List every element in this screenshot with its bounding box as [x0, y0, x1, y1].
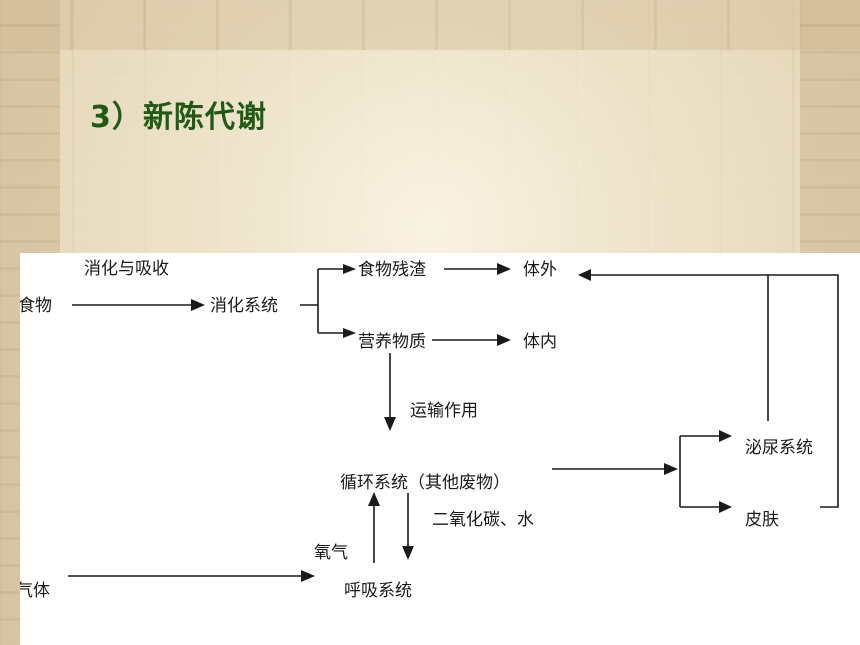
arrowhead-residue — [343, 264, 356, 274]
node-urinary-system: 泌尿系统 — [745, 438, 813, 458]
diagram-edge-labels: 消化与吸收 运输作用 氧气 二氧化碳、水 — [84, 259, 534, 563]
label-digestion-absorption: 消化与吸收 — [84, 259, 169, 279]
diagram-edges — [68, 263, 839, 582]
node-respiratory-system: 呼吸系统 — [344, 581, 412, 601]
arrowhead-circulatory — [384, 417, 396, 431]
arrowhead-outside — [497, 263, 511, 275]
node-gas: 气体 — [20, 581, 50, 601]
brick-texture-top — [0, 0, 860, 50]
arrowhead-respiratory — [301, 570, 315, 582]
node-digestive-system: 消化系统 — [210, 296, 278, 316]
arrowhead-return-outside — [578, 269, 591, 281]
node-circulatory-system: 循环系统（其他废物） — [340, 473, 510, 493]
arrowhead-split — [664, 463, 678, 475]
label-oxygen: 氧气 — [314, 543, 348, 563]
arrowhead-co2 — [402, 546, 414, 560]
node-food: 食物 — [20, 296, 52, 316]
arrowhead-digestive — [191, 299, 205, 311]
label-co2-water: 二氧化碳、水 — [432, 510, 534, 530]
arrowhead-nutrients — [343, 328, 356, 338]
slide-title: 3）新陈代谢 — [90, 100, 267, 135]
label-transport: 运输作用 — [410, 401, 478, 421]
arrowhead-skin — [719, 501, 732, 513]
metabolism-diagram: 消化与吸收 运输作用 氧气 二氧化碳、水 食物 消化系统 食物残渣 体外 营养物… — [20, 253, 860, 645]
diagram-nodes: 食物 消化系统 食物残渣 体外 营养物质 体内 循环系统（其他废物） 泌尿系统 … — [20, 260, 813, 601]
node-inside-body: 体内 — [523, 332, 557, 352]
diagram-canvas: 消化与吸收 运输作用 氧气 二氧化碳、水 食物 消化系统 食物残渣 体外 营养物… — [20, 259, 839, 601]
node-skin: 皮肤 — [745, 510, 779, 530]
arrowhead-inside — [497, 334, 511, 346]
arrowhead-urinary — [719, 430, 732, 442]
node-nutrients: 营养物质 — [358, 332, 426, 352]
node-outside-body: 体外 — [523, 260, 557, 280]
edge-skin-return — [590, 274, 839, 508]
node-food-residue: 食物残渣 — [358, 260, 426, 280]
arrowhead-oxygen — [368, 492, 380, 506]
